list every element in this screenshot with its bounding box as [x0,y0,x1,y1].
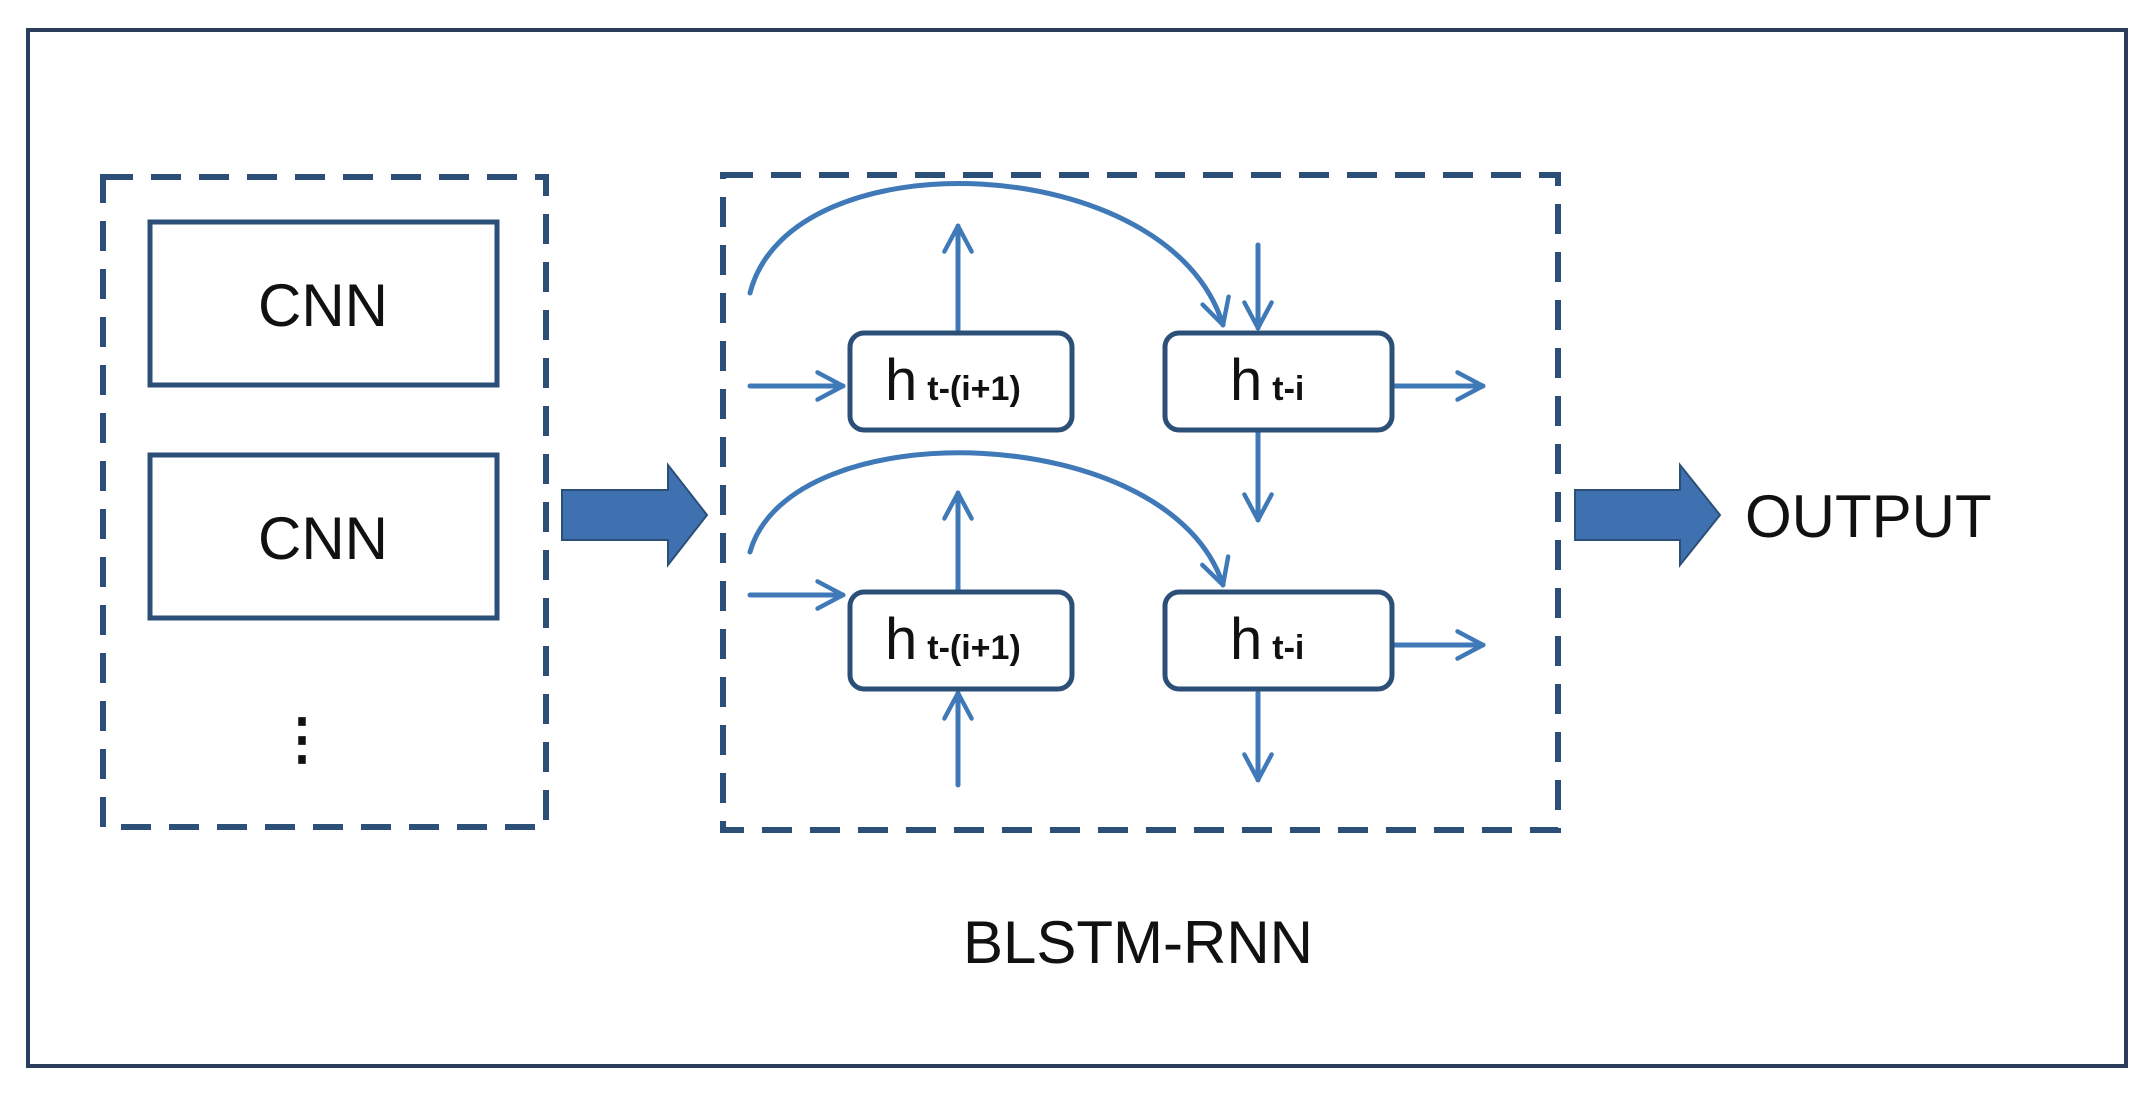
blstm-rnn-border [720,172,1561,833]
cnn-block-1-label: CNN [258,272,388,339]
output-label: OUTPUT [1745,483,1992,550]
cnn-stack: CNN CNN ⋮ [100,174,549,830]
cnn-block-2 [147,452,500,621]
bottom-recurrent-curve-arrow [747,450,1231,588]
flow-arrow-blstm-to-output [1574,462,1722,568]
top-right-hidden-cell [1162,330,1395,433]
flow-arrow-cnn-to-blstm [561,462,709,568]
ellipsis: ⋮ [274,707,330,770]
bottom-right-hidden-cell [1162,589,1395,692]
cnn-block-2-label: CNN [258,505,388,572]
cnn-block-1 [147,219,500,388]
bottom-left-hidden-cell [847,589,1075,692]
blstm-rnn-caption: BLSTM-RNN [963,909,1313,976]
cnn-stack-border [100,174,549,830]
top-recurrent-curve-arrow [747,181,1231,328]
top-left-hidden-cell [847,330,1075,433]
